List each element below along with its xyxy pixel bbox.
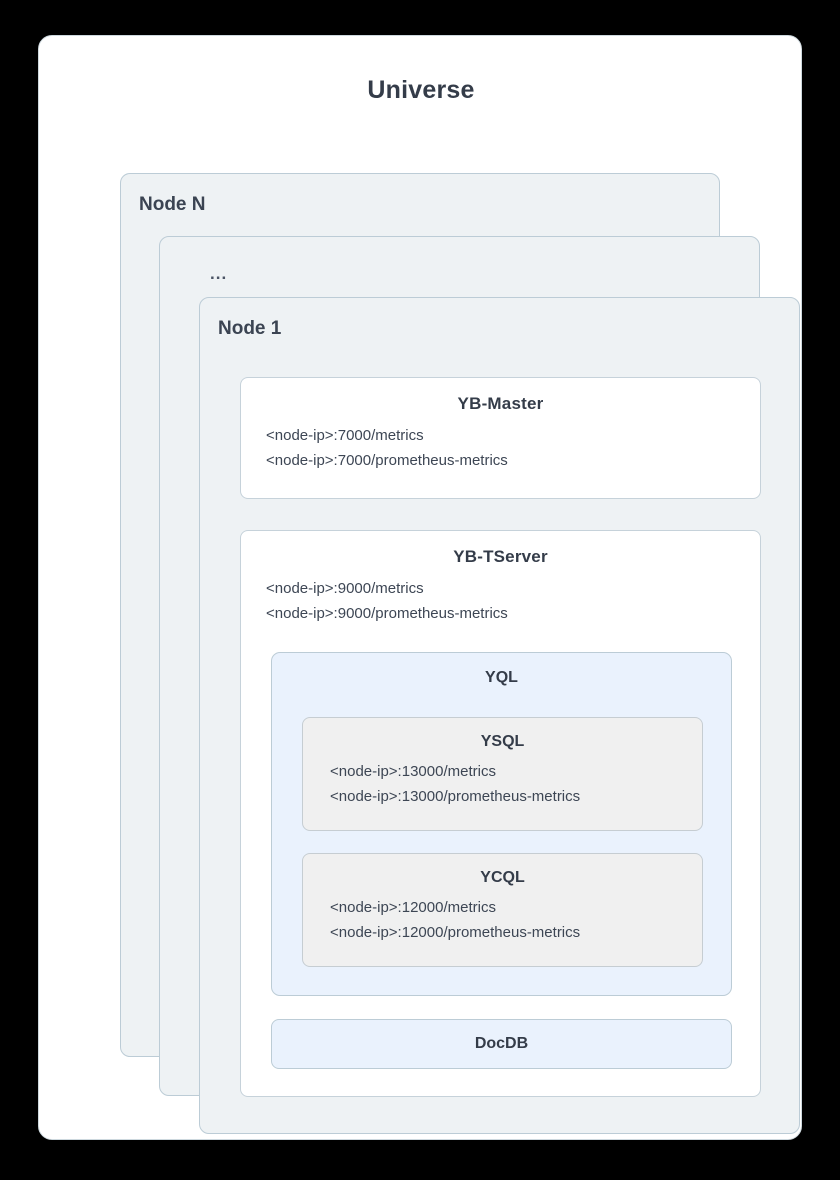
yb-master-endpoint-prometheus: <node-ip>:7000/prometheus-metrics <box>266 452 508 469</box>
node-n-label: Node N <box>139 194 206 215</box>
universe-card: Universe Node N ... Node 1 YB-Master <no… <box>38 35 802 1140</box>
yb-master-title: YB-Master <box>457 394 544 413</box>
ysql-box: YSQL <node-ip>:13000/metrics <node-ip>:1… <box>302 717 703 831</box>
yb-tserver-title: YB-TServer <box>453 547 548 566</box>
yql-title: YQL <box>485 669 518 686</box>
docdb-title: DocDB <box>474 1035 529 1052</box>
ysql-title: YSQL <box>480 733 525 750</box>
yql-box: YQL YSQL <node-ip>:13000/metrics <node-i… <box>271 652 732 996</box>
ycql-endpoints: <node-ip>:12000/metrics <node-ip>:12000/… <box>303 887 702 945</box>
universe-title: Universe <box>367 76 475 104</box>
ycql-title: YCQL <box>480 869 525 886</box>
yb-tserver-box: YB-TServer <node-ip>:9000/metrics <node-… <box>240 530 761 1097</box>
ycql-box: YCQL <node-ip>:12000/metrics <node-ip>:1… <box>302 853 703 967</box>
yb-master-endpoints: <node-ip>:7000/metrics <node-ip>:7000/pr… <box>241 414 760 473</box>
yb-tserver-endpoints: <node-ip>:9000/metrics <node-ip>:9000/pr… <box>241 567 760 626</box>
node-1-label: Node 1 <box>218 318 282 339</box>
ysql-endpoint-prometheus: <node-ip>:13000/prometheus-metrics <box>330 788 581 805</box>
yb-tserver-endpoint-metrics: <node-ip>:9000/metrics <box>266 580 424 597</box>
yb-tserver-endpoint-prometheus: <node-ip>:9000/prometheus-metrics <box>266 605 508 622</box>
node-ellipsis-label: ... <box>210 264 228 283</box>
ycql-endpoint-metrics: <node-ip>:12000/metrics <box>330 899 496 916</box>
ysql-endpoint-metrics: <node-ip>:13000/metrics <box>330 763 496 780</box>
yb-master-endpoint-metrics: <node-ip>:7000/metrics <box>266 427 424 444</box>
node-card-node-1: Node 1 YB-Master <node-ip>:7000/metrics … <box>199 297 800 1134</box>
yb-master-box: YB-Master <node-ip>:7000/metrics <node-i… <box>240 377 761 499</box>
ycql-endpoint-prometheus: <node-ip>:12000/prometheus-metrics <box>330 924 581 941</box>
docdb-box: DocDB <box>271 1019 732 1069</box>
ysql-endpoints: <node-ip>:13000/metrics <node-ip>:13000/… <box>303 751 702 809</box>
